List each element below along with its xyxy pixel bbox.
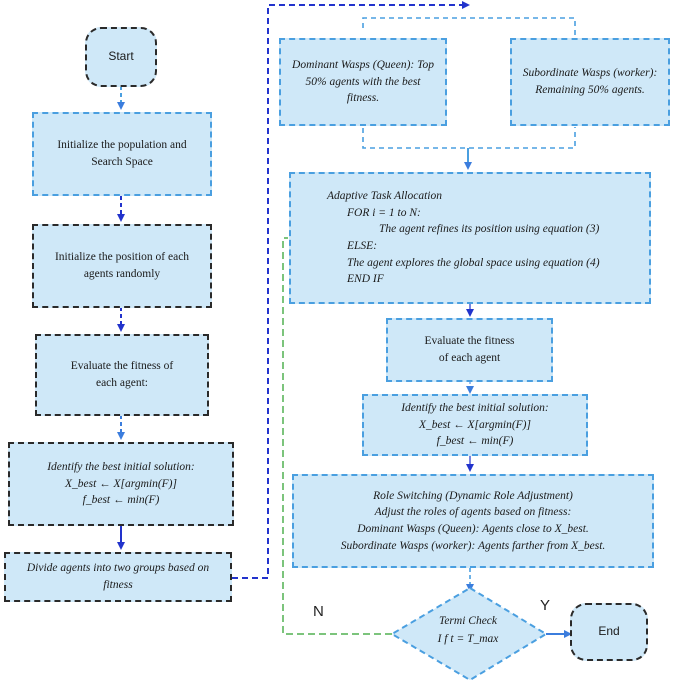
arrow-divide-to-groups (232, 1, 470, 579)
no-label: N (313, 603, 324, 620)
decision-diamond (390, 586, 548, 682)
start-label: Start (108, 49, 134, 64)
groups-top-bracket (362, 17, 576, 35)
init-position-box: Initialize the position of each agents r… (32, 224, 212, 308)
decision-line2: I f t = T_max (437, 633, 500, 645)
init-position-text: Initialize the position of each agents r… (54, 251, 190, 280)
right-identify-line1: X_best ← X[argmin(F)] (418, 418, 531, 431)
evaluate-fitness-box: Evaluate the fitness of each agent: (35, 334, 209, 416)
identify-best-title: Identify the best initial solution: (47, 460, 195, 473)
init-population-box: Initialize the population and Search Spa… (32, 112, 212, 196)
role-switching-line3: Subordinate Wasps (worker): Agents farth… (340, 539, 606, 552)
groups-bottom-bracket (362, 127, 576, 149)
adaptive-else: ELSE: (347, 240, 378, 252)
yes-label: Y (540, 597, 551, 614)
dominant-wasps-box: Dominant Wasps (Queen): Top 50% agents w… (279, 38, 447, 126)
identify-best-box: Identify the best initial solution: X_be… (8, 442, 234, 526)
loop-no-back-to-adaptive (282, 237, 392, 635)
divide-agents-box: Divide agents into two groups based on f… (4, 552, 232, 602)
right-evaluate-line2: of each agent (438, 352, 501, 364)
right-identify-line2: f_best ← min(F) (436, 435, 514, 448)
end-label: End (598, 624, 620, 639)
identify-best-line1: X_best ← X[argmin(F)] (64, 477, 177, 490)
adaptive-refine: The agent refines its position using equ… (379, 223, 600, 236)
end-terminal: End (570, 603, 648, 661)
adaptive-task-box: Adaptive Task Allocation FOR i = 1 to N:… (289, 172, 651, 304)
adaptive-for: FOR i = 1 to N: (347, 206, 421, 219)
start-terminal: Start (85, 27, 157, 87)
subordinate-wasps-text: Subordinate Wasps (worker): Remaining 50… (522, 67, 658, 96)
subordinate-wasps-box: Subordinate Wasps (worker): Remaining 50… (510, 38, 670, 126)
right-evaluate-box: Evaluate the fitness of each agent (386, 318, 553, 382)
right-identify-box: Identify the best initial solution: X_be… (362, 394, 588, 456)
adaptive-endif: END IF (347, 273, 384, 286)
role-switching-line1: Adjust the roles of agents based on fitn… (374, 506, 572, 519)
role-switching-box: Role Switching (Dynamic Role Adjustment)… (292, 474, 654, 568)
adaptive-title: Adaptive Task Allocation (327, 189, 442, 202)
adaptive-explore: The agent explores the global space usin… (347, 256, 600, 269)
right-identify-title: Identify the best initial solution: (401, 401, 549, 414)
identify-best-line2: f_best ← min(F) (82, 494, 160, 507)
right-evaluate-line1: Evaluate the fitness (424, 335, 515, 348)
init-population-text: Initialize the population and Search Spa… (57, 139, 187, 168)
divide-agents-text: Divide agents into two groups based on f… (26, 562, 210, 591)
role-switching-title: Role Switching (Dynamic Role Adjustment) (373, 489, 573, 502)
evaluate-fitness-text: Evaluate the fitness of each agent: (70, 360, 174, 389)
dominant-wasps-text: Dominant Wasps (Queen): Top 50% agents w… (292, 58, 434, 105)
role-switching-line2: Dominant Wasps (Queen): Agents close to … (357, 523, 589, 535)
decision-line1: Termi Check (439, 615, 498, 627)
